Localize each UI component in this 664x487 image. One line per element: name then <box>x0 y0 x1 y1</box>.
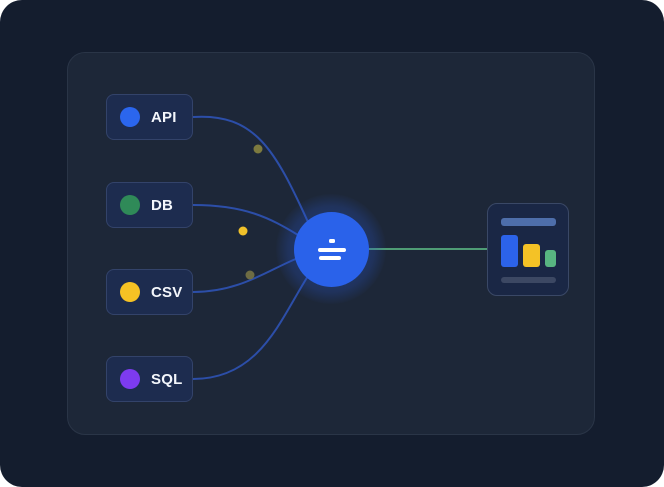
divide-icon <box>317 238 346 260</box>
flow-particle <box>238 226 248 236</box>
source-dot <box>120 107 140 127</box>
link-api <box>192 115 309 223</box>
source-label: CSV <box>151 283 183 301</box>
source-label: API <box>151 108 177 126</box>
source-label: DB <box>151 196 174 214</box>
bar-chart-icon <box>501 235 518 267</box>
bar-chart-column <box>523 244 540 267</box>
dashboard-footer-bar <box>501 277 556 283</box>
source-db[interactable]: DB <box>106 182 193 228</box>
dashboard-header-bar <box>501 218 556 226</box>
source-csv[interactable]: CSV <box>106 269 193 315</box>
source-dot <box>120 195 140 215</box>
processing-hub[interactable] <box>294 212 369 287</box>
flow-particle <box>245 270 255 280</box>
source-label: SQL <box>151 370 183 388</box>
bar-chart-column <box>545 250 556 267</box>
output-dashboard[interactable] <box>487 203 569 296</box>
source-dot <box>120 282 140 302</box>
source-sql[interactable]: SQL <box>106 356 193 402</box>
source-api[interactable]: API <box>106 94 193 140</box>
source-dot <box>120 369 140 389</box>
flow-particle <box>253 144 263 154</box>
